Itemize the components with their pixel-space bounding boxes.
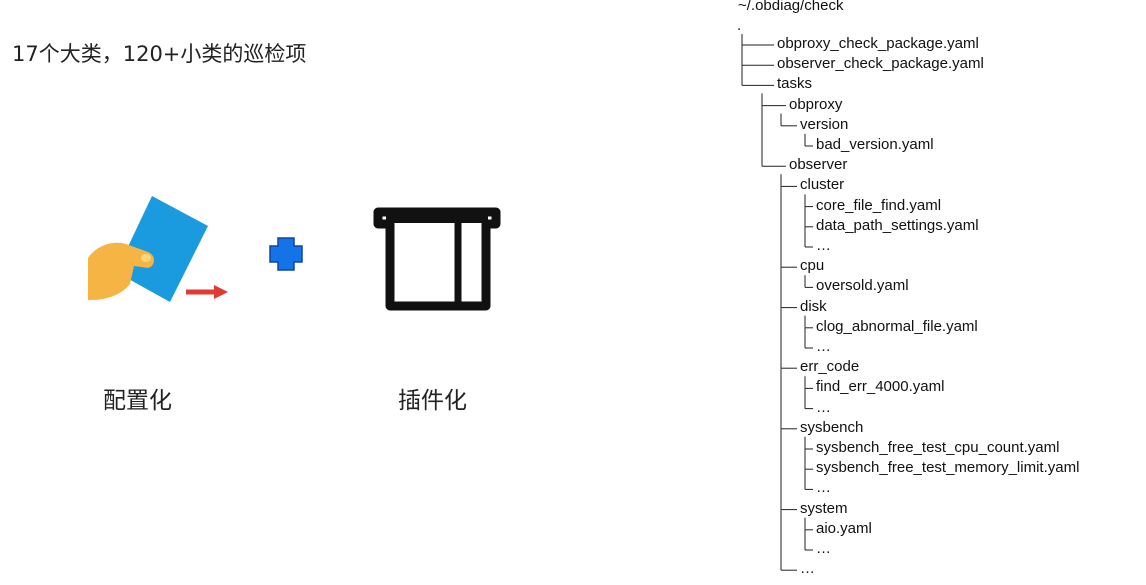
tree-node-label: version [800,115,849,133]
tree-node-label: observer_check_package.yaml [777,55,984,73]
tree-ellipsis: … [816,540,831,557]
tree-node-label: sysbench_free_test_cpu_count.yaml [816,439,1060,456]
tree-node-label: data_path_settings.yaml [816,216,979,234]
tree-node-label: find_err_4000.yaml [816,378,945,396]
plus-icon [269,237,303,271]
tree-node-label: obproxy [789,95,843,113]
tree-node-label: err_code [800,358,860,376]
hand-holding-card-icon [88,196,228,302]
plug-slot-icon [373,207,501,311]
tree-ellipsis: … [816,479,831,497]
headline: 17个大类，120+小类的巡检项 [12,42,307,66]
tree-node-label: disk [800,297,827,315]
tree-node-label: clog_abnormal_file.yaml [816,317,978,335]
tree-node-label: cluster [800,176,845,194]
tree-node-label: observer [789,156,848,174]
tree-ellipsis: … [816,338,831,355]
tree-ellipsis: … [800,560,815,578]
tree-node-label: aio.yaml [816,519,872,537]
tree-ellipsis: … [816,237,831,254]
feature-illustrations [88,196,501,311]
tree-root-path: ~/.obdiag/check [738,0,844,14]
tree-node-label: bad_version.yaml [816,136,934,153]
tree-node-label: system [800,499,848,517]
tree-node-label: oversold.yaml [816,277,909,295]
tree-root-dot: . [737,17,742,34]
tree-node-label: sysbench_free_test_memory_limit.yaml [816,459,1080,477]
feature-label-config: 配置化 [103,388,172,414]
tree-ellipsis: … [816,398,831,416]
tree-node-label: tasks [777,75,813,93]
tree-node-label: obproxy_check_package.yaml [777,35,979,52]
tree-node-label: core_file_find.yaml [816,196,942,214]
feature-label-plugin: 插件化 [398,388,467,414]
tree-node-label: sysbench [800,418,864,436]
tree-node-label: cpu [800,257,825,275]
